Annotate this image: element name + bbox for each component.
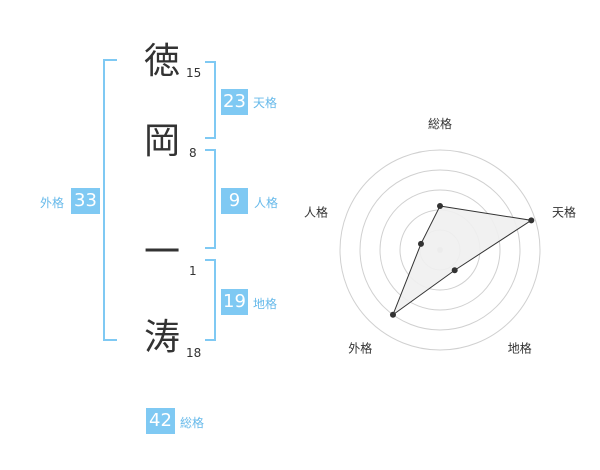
tenkaku-bracket (205, 61, 216, 139)
chikaku-label: 地格 (253, 297, 278, 311)
gaikaku-label: 外格 (40, 196, 65, 210)
stroke-count-4: 18 (186, 346, 202, 360)
radar-ring (379, 189, 501, 311)
soukaku-label: 総格 (180, 416, 205, 430)
radar-point (437, 203, 443, 209)
radar-ring (359, 169, 521, 331)
stroke-count-1: 15 (186, 66, 202, 80)
gaikaku-value: 33 (71, 188, 100, 214)
jinkaku-value: 9 (221, 188, 248, 214)
name-char-2: 岡 (143, 121, 180, 162)
radar-axis-label: 総格 (428, 116, 452, 131)
radar-point (451, 267, 458, 274)
soukaku-value: 42 (146, 408, 175, 434)
radar-axis-label: 人格 (304, 204, 328, 219)
stroke-count-3: 1 (189, 264, 197, 278)
tenkaku-value: 23 (221, 89, 248, 115)
radar-axis-label: 地格 (508, 341, 532, 356)
name-char-3: 一 (143, 232, 180, 273)
name-char-1: 徳 (143, 41, 180, 82)
radar-point (528, 217, 535, 224)
jinkaku-bracket (205, 149, 216, 249)
radar-axis-label: 天格 (552, 204, 576, 219)
jinkaku-label: 人格 (254, 196, 279, 210)
chikaku-bracket (205, 259, 216, 341)
stroke-count-2: 8 (189, 146, 197, 160)
chikaku-value: 19 (221, 289, 248, 315)
tenkaku-label: 天格 (253, 96, 278, 110)
radar-point (389, 311, 396, 318)
radar-point (417, 240, 424, 247)
gaikaku-bracket (103, 59, 117, 341)
radar-ring (339, 149, 541, 351)
radar-polygon (391, 205, 533, 317)
name-char-4: 涛 (143, 317, 180, 358)
radar-axis-label: 外格 (348, 341, 372, 356)
